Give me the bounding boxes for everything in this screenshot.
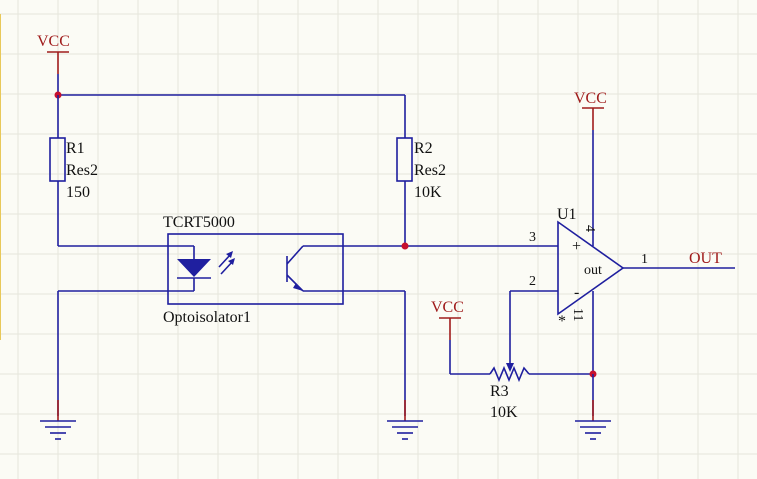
r1-type: Res2 (66, 162, 98, 179)
vcc-label-r3: VCC (431, 299, 464, 316)
u1-ref: U1 (557, 206, 577, 223)
r2-type: Res2 (414, 162, 446, 179)
r1-value: 150 (66, 184, 90, 201)
ground-icon-mid (387, 400, 423, 440)
opto-name: Optoisolator1 (163, 309, 251, 326)
vcc-label-r1: VCC (37, 33, 70, 50)
vcc-symbol-u1: VCC (574, 90, 607, 130)
u1-pin1: 1 (641, 252, 648, 267)
u1-pin3: 3 (529, 230, 536, 245)
potentiometer-r3 (489, 362, 530, 383)
led-diode-icon (177, 259, 211, 277)
resistor-r1 (49, 95, 66, 246)
r3-ref: R3 (490, 383, 509, 400)
optoisolator (167, 233, 344, 305)
u1-pin2: 2 (529, 274, 536, 289)
vcc-label-u1: VCC (574, 90, 607, 107)
u1-out-label: out (584, 263, 602, 278)
u1-plus: + (572, 238, 581, 255)
u1-pin11: 11 (570, 308, 585, 321)
u1-star: * (558, 313, 566, 330)
vcc-symbol-r1: VCC (37, 33, 70, 74)
ground-icon-left (40, 400, 76, 440)
vcc-symbol-r3: VCC (431, 299, 464, 340)
u1-minus: - (574, 284, 579, 301)
resistor-r2 (396, 95, 413, 246)
r2-value: 10K (414, 184, 442, 201)
r3-value: 10K (490, 404, 518, 421)
ground-icon-right (575, 400, 611, 440)
opamp-u1 (509, 130, 735, 374)
r1-ref: R1 (66, 140, 85, 157)
r2-ref: R2 (414, 140, 433, 157)
opto-part: TCRT5000 (163, 214, 235, 231)
out-net-label: OUT (689, 250, 722, 267)
u1-pin4: 4 (582, 225, 597, 232)
junction-collector (401, 242, 409, 250)
